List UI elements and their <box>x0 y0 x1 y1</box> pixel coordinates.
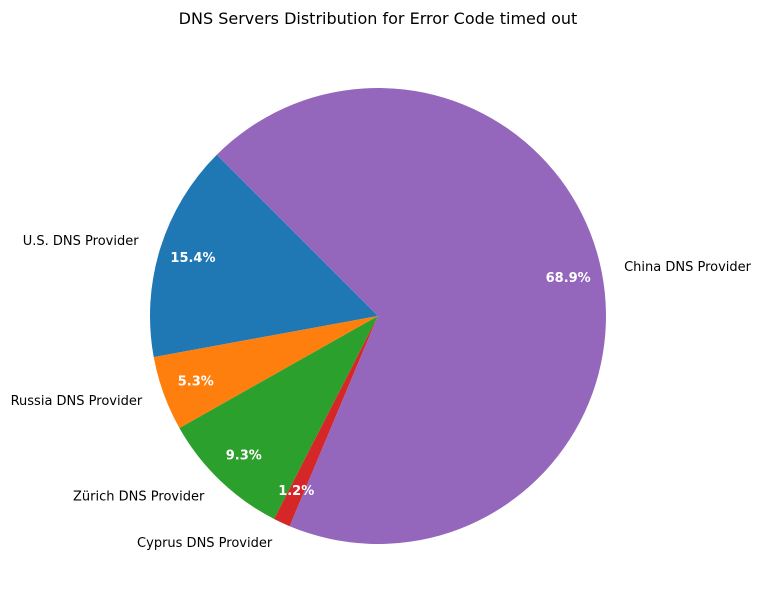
pie-percent-label: 15.4% <box>170 251 215 266</box>
pie-slice-label: Russia DNS Provider <box>11 394 143 409</box>
pie-slice-china-dns-provider <box>216 88 606 544</box>
pie-percent-label: 1.2% <box>278 484 314 499</box>
pie-slice-u-s-dns-provider <box>150 154 378 358</box>
pie-slice-label: U.S. DNS Provider <box>23 234 139 249</box>
pie-slice-zurich-dns-provider <box>179 316 378 519</box>
chart-title: DNS Servers Distribution for Error Code … <box>179 9 578 28</box>
pie-percent-label: 68.9% <box>546 271 591 286</box>
pie-slice-label: Cyprus DNS Provider <box>137 536 273 551</box>
pie-slice-russia-dns-provider <box>153 316 378 429</box>
pie-slices <box>150 88 606 544</box>
pie-slice-cyprus-dns-provider <box>274 316 378 527</box>
pie-labels: 15.4% U.S. DNS Provider 5.3% Russia DNS Pro… <box>11 234 752 551</box>
pie-slice-label: China DNS Provider <box>624 260 752 275</box>
pie-percent-label: 9.3% <box>226 448 262 463</box>
pie-slice-label: Zürich DNS Provider <box>73 489 205 504</box>
pie-percent-label: 5.3% <box>178 375 214 390</box>
